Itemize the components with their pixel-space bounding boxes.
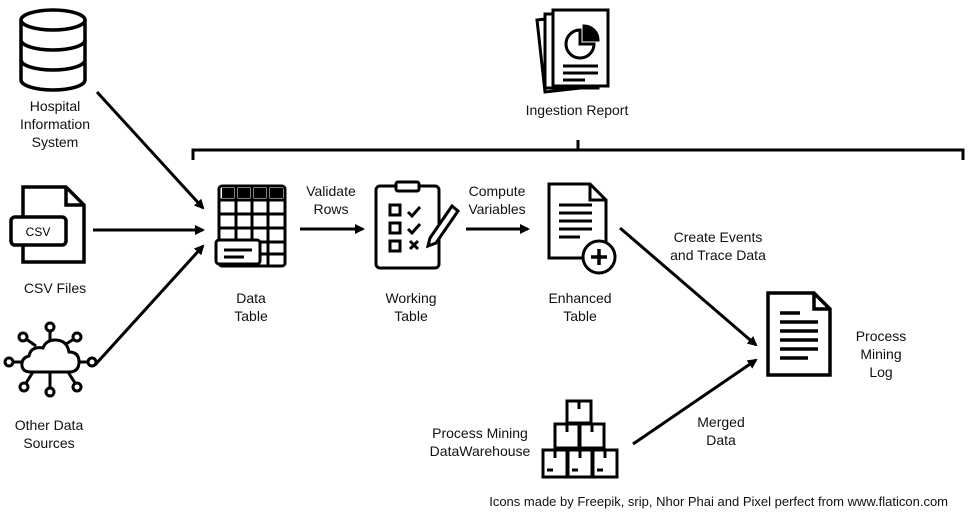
edge-label-validate-rows: Validate Rows bbox=[306, 183, 356, 217]
label-data-table: Data Table bbox=[234, 290, 268, 324]
label-warehouse: Process Mining DataWarehouse bbox=[429, 425, 531, 459]
csv-file-icon bbox=[9, 185, 86, 264]
warehouse-boxes-icon bbox=[541, 399, 619, 479]
edge-label-create-events: Create Events and Trace Data bbox=[670, 229, 766, 263]
ingestion-brace bbox=[191, 140, 965, 160]
csv-badge: CSV bbox=[26, 225, 51, 239]
arrow-his-to-data-table bbox=[95, 90, 205, 210]
label-other-data-sources: Other Data Sources bbox=[14, 417, 84, 451]
database-icon bbox=[19, 8, 87, 92]
label-hospital-information-system: Hospital Information System bbox=[19, 98, 91, 150]
label-ingestion-report: Ingestion Report bbox=[525, 102, 629, 118]
arrow-other-to-data-table bbox=[93, 244, 205, 367]
label-csv-files: CSV Files bbox=[23, 280, 87, 296]
label-enhanced-table: Enhanced Table bbox=[548, 290, 612, 324]
arrow-warehouse-to-log bbox=[632, 358, 758, 446]
label-working-table: Working Table bbox=[385, 290, 437, 324]
edge-label-compute-variables: Compute Variables bbox=[468, 183, 526, 217]
cloud-network-icon bbox=[3, 321, 98, 398]
label-process-mining-log: Process Mining Log bbox=[855, 328, 907, 380]
arrow-enhanced-to-log bbox=[619, 226, 758, 347]
log-document-icon bbox=[766, 291, 832, 377]
attribution-credit: Icons made by Freepik, srip, Nhor Phai a… bbox=[489, 494, 948, 509]
clipboard-checklist-icon bbox=[374, 180, 461, 270]
report-icon bbox=[535, 8, 610, 94]
edge-label-merged-data: Merged Data bbox=[697, 414, 745, 448]
document-plus-icon bbox=[547, 182, 617, 275]
data-table-icon bbox=[214, 184, 287, 268]
